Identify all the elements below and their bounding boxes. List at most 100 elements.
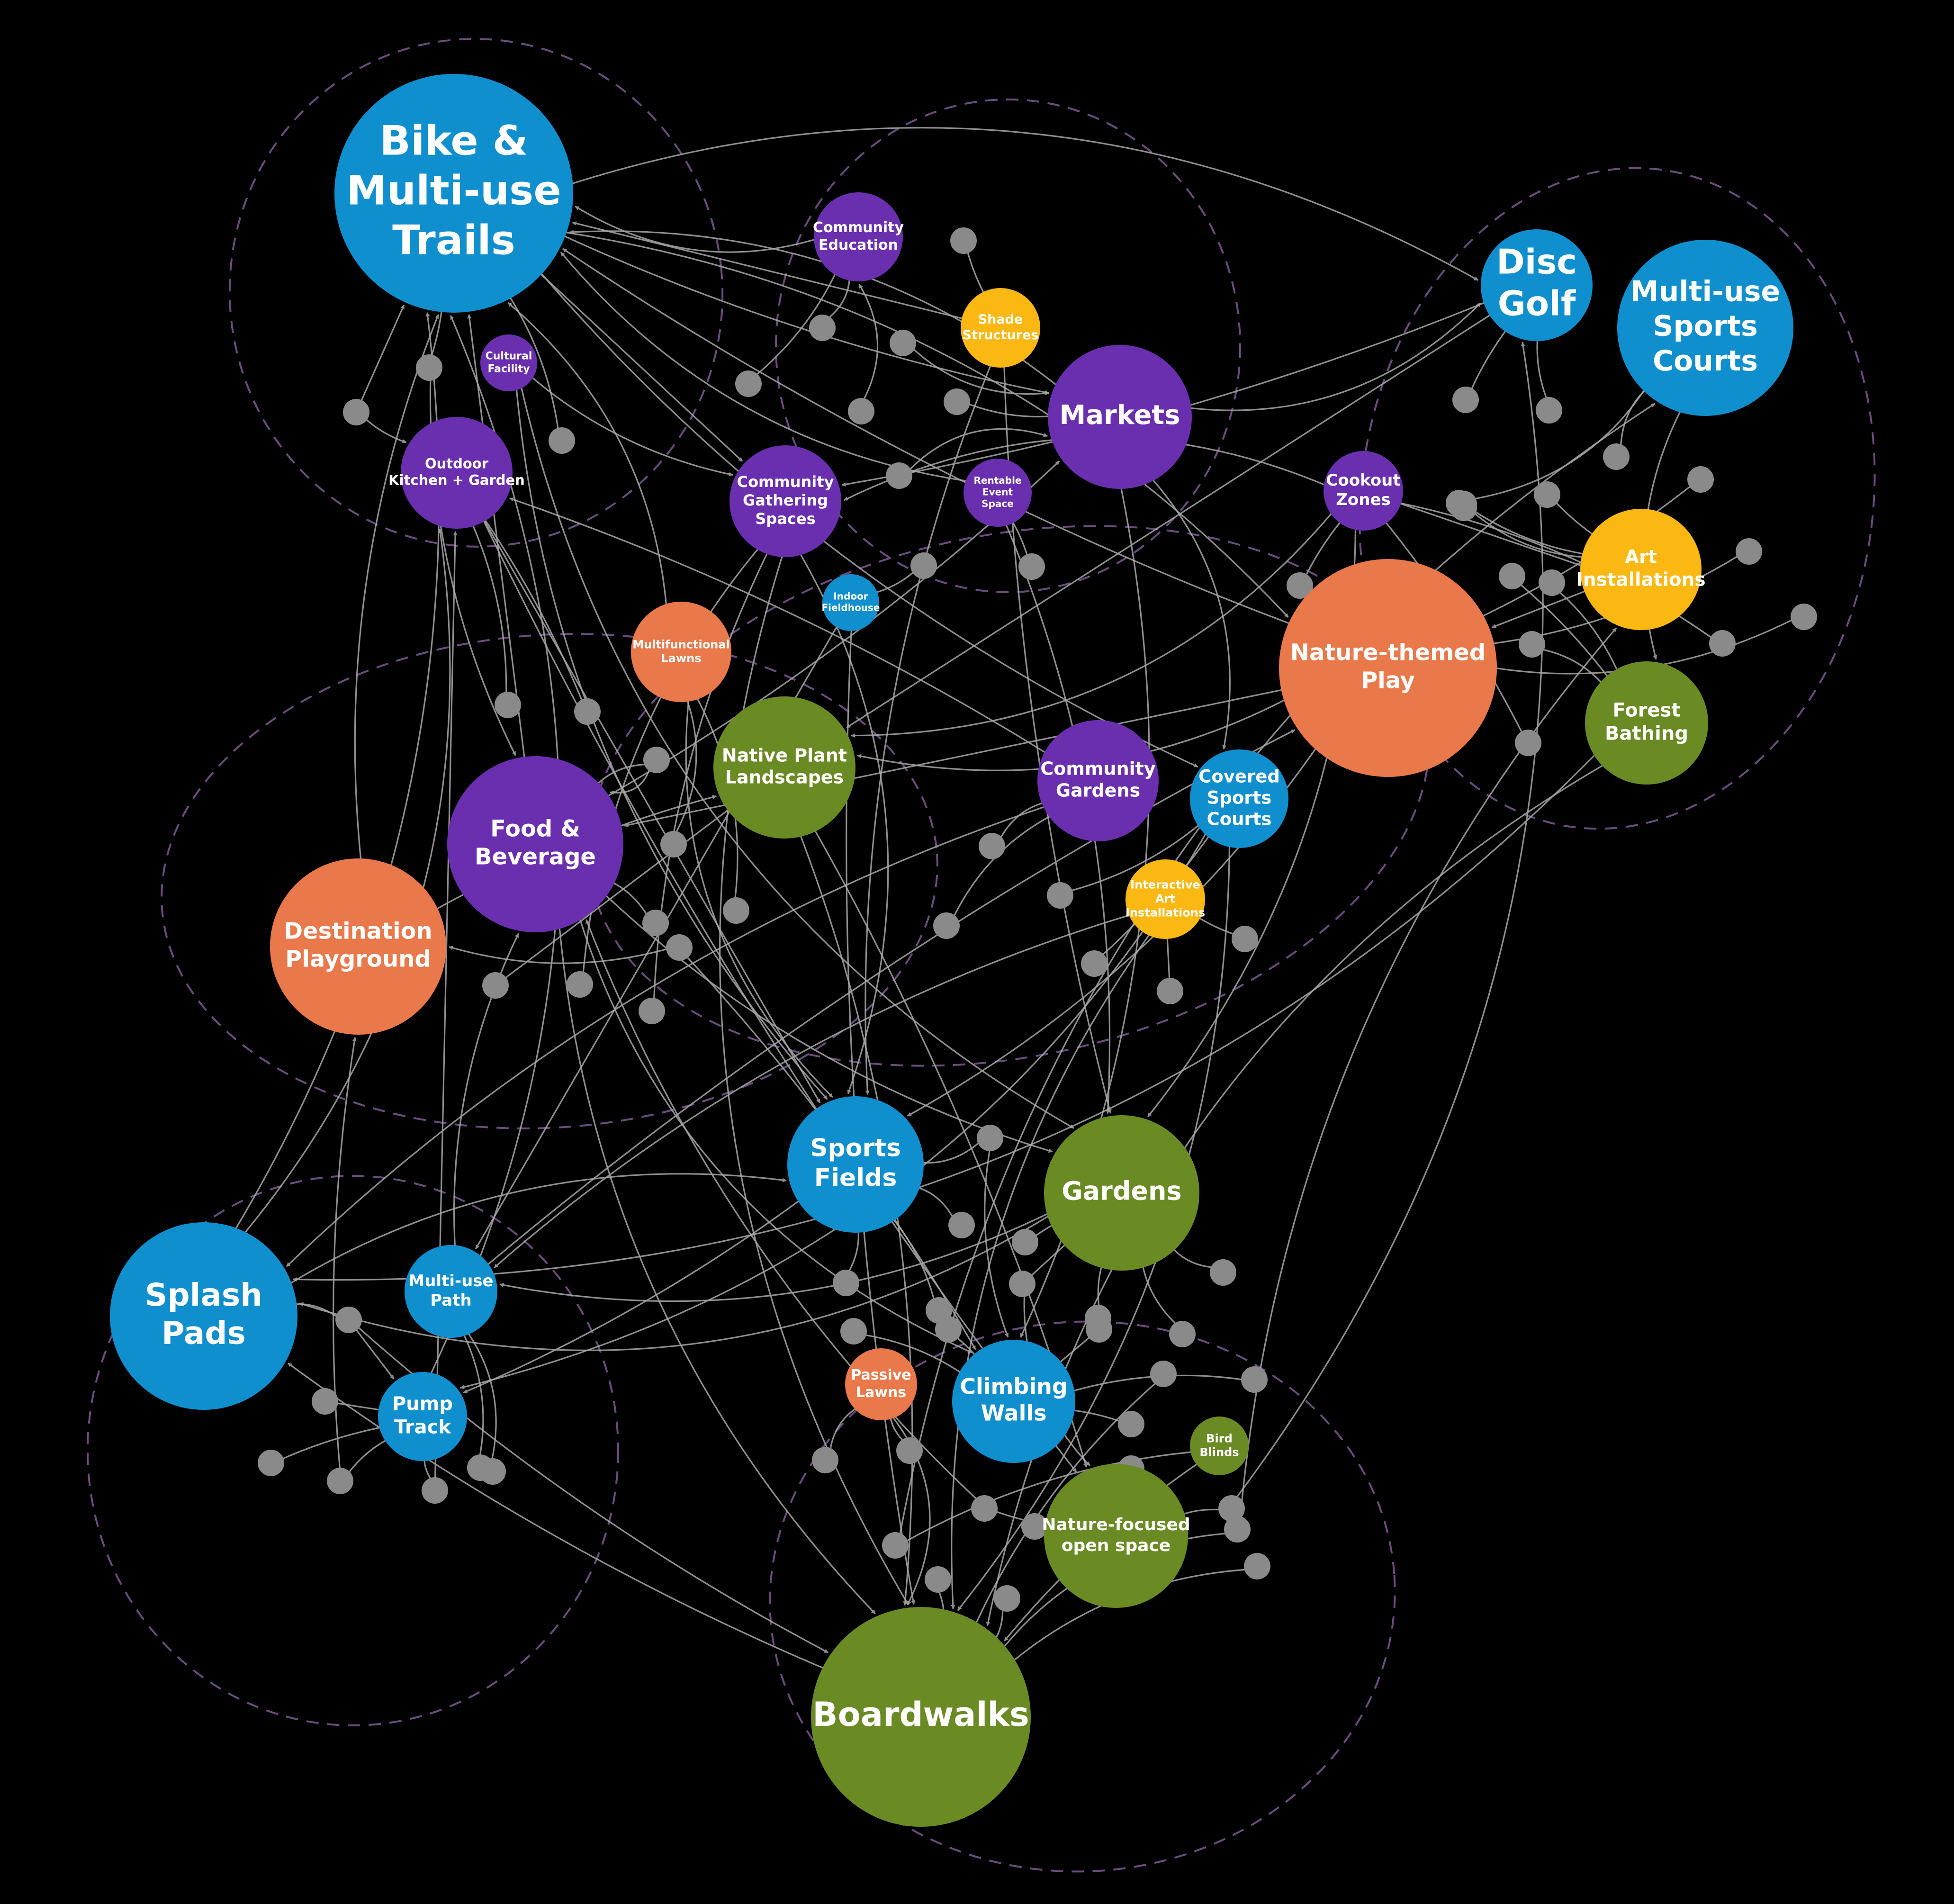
node-circle <box>822 574 879 631</box>
junction-dot <box>1081 950 1108 977</box>
junction-dot <box>735 370 762 397</box>
node-label: Gardens <box>1062 1176 1181 1206</box>
node-label: Boardwalks <box>812 1695 1029 1734</box>
node-label: Sports <box>1653 310 1757 343</box>
connection-arrow <box>472 502 585 705</box>
junction-dot <box>574 698 601 725</box>
node-label: Installations <box>1576 569 1705 590</box>
node-label: Installations <box>1126 906 1205 919</box>
connection-arrow <box>1233 342 1544 1503</box>
node-label: Multi-use <box>1630 275 1780 308</box>
node-label: Blinds <box>1199 1446 1239 1459</box>
node-label: Golf <box>1498 283 1576 323</box>
node-circle <box>1580 509 1702 630</box>
node-circle <box>110 1222 297 1410</box>
node-label: Splash <box>145 1277 262 1313</box>
cluster-outline <box>775 99 1241 593</box>
node-circle <box>1190 749 1288 848</box>
connection-arrow <box>514 378 828 1100</box>
node-circle <box>1126 859 1205 939</box>
junction-dot <box>642 910 669 936</box>
junction-dot <box>840 1318 867 1345</box>
junction-dot <box>495 692 521 718</box>
connection-arrow <box>358 304 405 406</box>
node-label: open space <box>1062 1536 1171 1555</box>
connection-arrow <box>258 1173 787 1304</box>
node-circle <box>1617 240 1793 416</box>
junction-dot <box>977 1125 1003 1151</box>
junction-dot <box>950 227 977 254</box>
junction-dot <box>1118 1411 1144 1437</box>
node-circle <box>1190 1417 1249 1475</box>
connection-arrow <box>509 497 1066 766</box>
junction-dot <box>1244 1553 1270 1579</box>
junction-dot <box>1499 563 1525 589</box>
connection-arrow <box>1469 359 1664 501</box>
junction-dot <box>1515 730 1541 756</box>
node-label: Courts <box>1207 809 1272 830</box>
junction-dot <box>1224 1516 1251 1543</box>
junction-dot <box>1791 604 1817 630</box>
node-label: Spaces <box>755 510 815 528</box>
node-label: Art <box>1625 547 1657 568</box>
node-circle <box>787 1096 924 1233</box>
junction-dot <box>723 897 749 924</box>
connection-arrow <box>846 302 1509 729</box>
junction-dot <box>1241 1366 1268 1393</box>
cluster-outline <box>769 1320 1396 1873</box>
connection-arrow <box>499 1199 1076 1302</box>
connection-arrow <box>473 729 1296 1277</box>
junction-dot <box>1157 978 1183 1004</box>
connection-arrow <box>354 314 439 894</box>
node-label: Gathering <box>743 491 828 509</box>
node-circle <box>1324 451 1403 531</box>
junction-dot <box>994 1585 1020 1612</box>
connection-arrow <box>473 501 821 1103</box>
node-label: Bird <box>1206 1432 1233 1445</box>
connection-arrow <box>434 531 458 1484</box>
node-circle <box>952 1340 1075 1463</box>
connection-arrow <box>864 351 997 1095</box>
node-label: Community <box>813 219 904 236</box>
node-circle <box>1044 1464 1188 1608</box>
cluster-outline <box>161 633 938 1129</box>
connection-arrow <box>905 428 1048 475</box>
node-label: Disc <box>1496 242 1577 282</box>
node-circle <box>811 1607 1031 1827</box>
node-label: Zones <box>1336 490 1391 509</box>
junction-dot <box>1232 926 1258 952</box>
node-label: Destination <box>284 918 432 945</box>
junction-dot <box>660 831 687 857</box>
connection-arrow <box>501 792 751 982</box>
connection-arrow <box>752 258 843 379</box>
node-label: Shade <box>978 312 1023 327</box>
connection-arrow <box>494 910 1145 1269</box>
node-label: Multifunctional <box>632 638 729 651</box>
node-label: Passive <box>851 1367 911 1383</box>
node-circle <box>713 696 855 839</box>
junction-dot <box>1446 490 1472 516</box>
connection-arrow <box>521 215 1050 395</box>
connection-arrow <box>585 919 982 1504</box>
node-circle <box>963 459 1032 527</box>
connection-arrow <box>457 1318 497 1465</box>
node-circle <box>729 445 841 557</box>
node-label: Lawns <box>856 1384 906 1401</box>
junction-dot <box>1009 1271 1036 1297</box>
node-circle <box>961 288 1040 368</box>
